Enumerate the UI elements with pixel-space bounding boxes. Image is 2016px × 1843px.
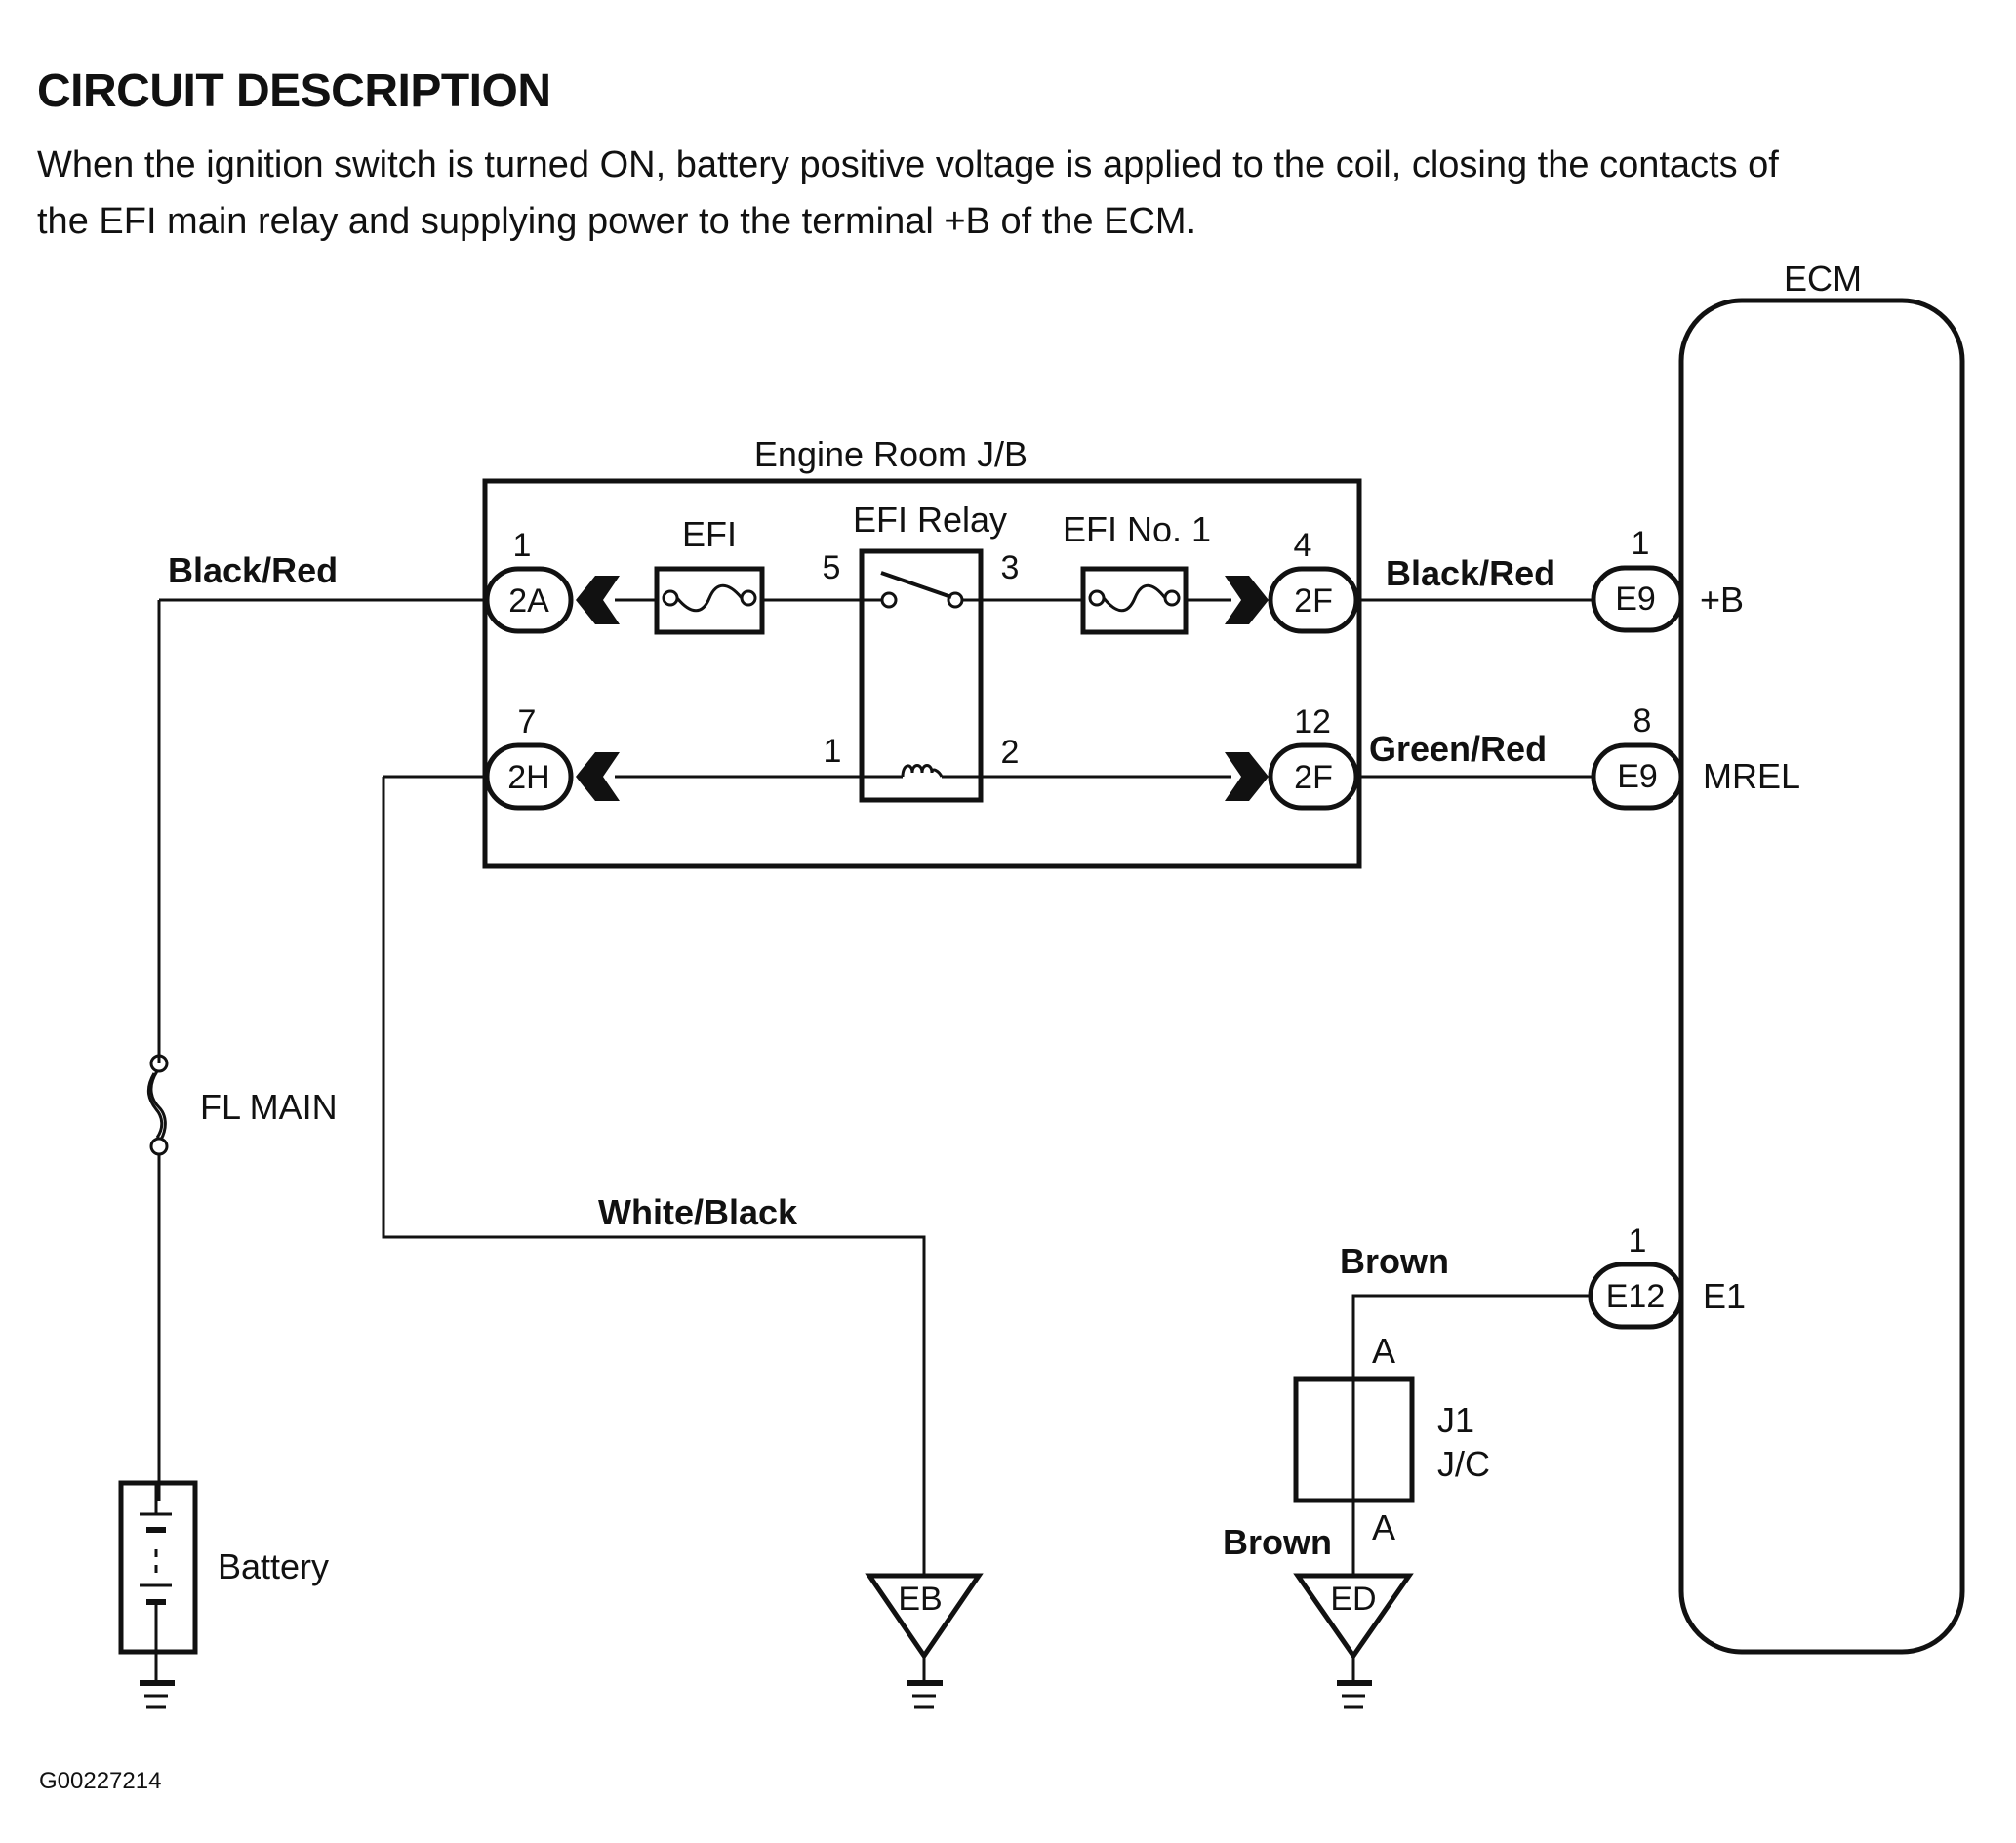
jc-pin-top: A: [1372, 1331, 1395, 1371]
junction-block-box: [482, 478, 1362, 869]
description-line-1: When the ignition switch is turned ON, b…: [37, 144, 1779, 185]
relay-coil-icon: [901, 764, 944, 778]
efi-relay-label: EFI Relay: [853, 500, 1007, 540]
figure-id: G00227214: [39, 1768, 161, 1794]
efi-no1-fuse: EFI No. 1: [1063, 509, 1211, 635]
relay-pin-2: 2: [1001, 734, 1020, 771]
efi-fuse: EFI: [654, 514, 765, 635]
pin-number: 7: [518, 703, 537, 741]
relay-pin-5: 5: [823, 549, 841, 586]
efi-relay: EFI Relay 5 3 1 2: [823, 500, 1020, 803]
connector-2f-bottom: 12 2F: [1225, 703, 1359, 811]
connector-id: 2F: [1294, 759, 1333, 796]
switch-contact-icon: [947, 591, 964, 609]
pin-number: 1: [1632, 525, 1650, 562]
connector-e12-pin1: 1 E12: [1588, 1222, 1684, 1330]
efi-no1-fuse-label: EFI No. 1: [1063, 509, 1211, 549]
connector-2a: 1 2A: [484, 527, 620, 634]
jc-label-j1: J1: [1437, 1400, 1474, 1440]
junction-block-label: Engine Room J/B: [754, 434, 1028, 474]
connector-id: 2H: [507, 759, 549, 796]
connector-id: 2A: [508, 582, 549, 620]
fl-main-fusible-link: FL MAIN: [146, 1054, 338, 1156]
connector-id: 2F: [1294, 582, 1333, 620]
fl-main-label: FL MAIN: [200, 1087, 338, 1127]
engine-room-junction-block: Engine Room J/B: [482, 434, 1362, 869]
junction-connector-j1: A A J1 J/C: [1293, 1331, 1490, 1547]
male-terminal-icon: [1225, 752, 1269, 801]
wire-white-black-ground: [382, 777, 926, 1574]
relay-pin-1: 1: [824, 733, 842, 770]
connector-2h: 7 2H: [484, 703, 620, 811]
ground-eb-label: EB: [898, 1581, 942, 1618]
relay-switch-icon: [880, 571, 952, 599]
ground-point-icon: [865, 1573, 984, 1661]
fuse-element-icon: [1102, 583, 1167, 613]
pin-number: 1: [1629, 1222, 1647, 1260]
ground-ed-label: ED: [1330, 1581, 1376, 1618]
description-line-2: the EFI main relay and supplying power t…: [37, 201, 1197, 242]
ecm-terminal-plus-b: +B: [1700, 580, 1744, 620]
wire-label-brown-bottom: Brown: [1223, 1522, 1332, 1562]
pin-number: 8: [1633, 702, 1652, 740]
ground-point-eb: EB: [865, 1573, 984, 1709]
ground-icon: [140, 1680, 175, 1709]
pin-number: 4: [1294, 527, 1312, 564]
page-title: CIRCUIT DESCRIPTION: [37, 65, 551, 117]
wire-label-brown-top: Brown: [1340, 1241, 1449, 1281]
ground-point-icon: [1293, 1573, 1414, 1661]
ecm-terminal-e1: E1: [1703, 1276, 1746, 1316]
jc-pin-bottom: A: [1372, 1507, 1395, 1547]
wire-label-white-black: White/Black: [598, 1192, 798, 1232]
ecm-label: ECM: [1784, 259, 1862, 299]
male-terminal-icon: [1225, 576, 1269, 624]
battery-label: Battery: [218, 1546, 329, 1586]
ecm-unit: ECM +B MREL E1: [1678, 259, 1965, 1655]
efi-fuse-label: EFI: [682, 514, 737, 554]
battery-box: [118, 1480, 198, 1655]
connector-id: E12: [1606, 1278, 1666, 1315]
switch-contact-icon: [880, 591, 898, 609]
fuse-element-icon: [675, 583, 744, 613]
female-terminal-icon: [576, 576, 620, 624]
pin-number: 12: [1294, 703, 1331, 741]
jc-label-jc: J/C: [1437, 1444, 1490, 1484]
connector-e9-pin1: 1 E9: [1591, 525, 1684, 633]
wire-label-black-red-2: Black/Red: [1386, 553, 1555, 593]
fusible-link-icon: [149, 1070, 167, 1141]
female-terminal-icon: [576, 752, 620, 801]
relay-pin-3: 3: [1001, 549, 1020, 586]
connector-e9-pin8: 8 E9: [1591, 702, 1684, 811]
connector-id: E9: [1617, 758, 1658, 795]
wire-label-green-red: Green/Red: [1369, 729, 1547, 769]
connector-2f-top: 4 2F: [1225, 527, 1359, 634]
ground-point-ed: ED: [1293, 1573, 1414, 1709]
battery: Battery: [118, 1480, 329, 1655]
wire-label-black-red-1: Black/Red: [168, 550, 338, 590]
ecm-terminal-mrel: MREL: [1703, 756, 1800, 796]
ecm-box: [1678, 298, 1965, 1655]
pin-number: 1: [513, 527, 532, 564]
circuit-description: When the ignition switch is turned ON, b…: [37, 137, 2008, 250]
connector-id: E9: [1615, 581, 1656, 618]
